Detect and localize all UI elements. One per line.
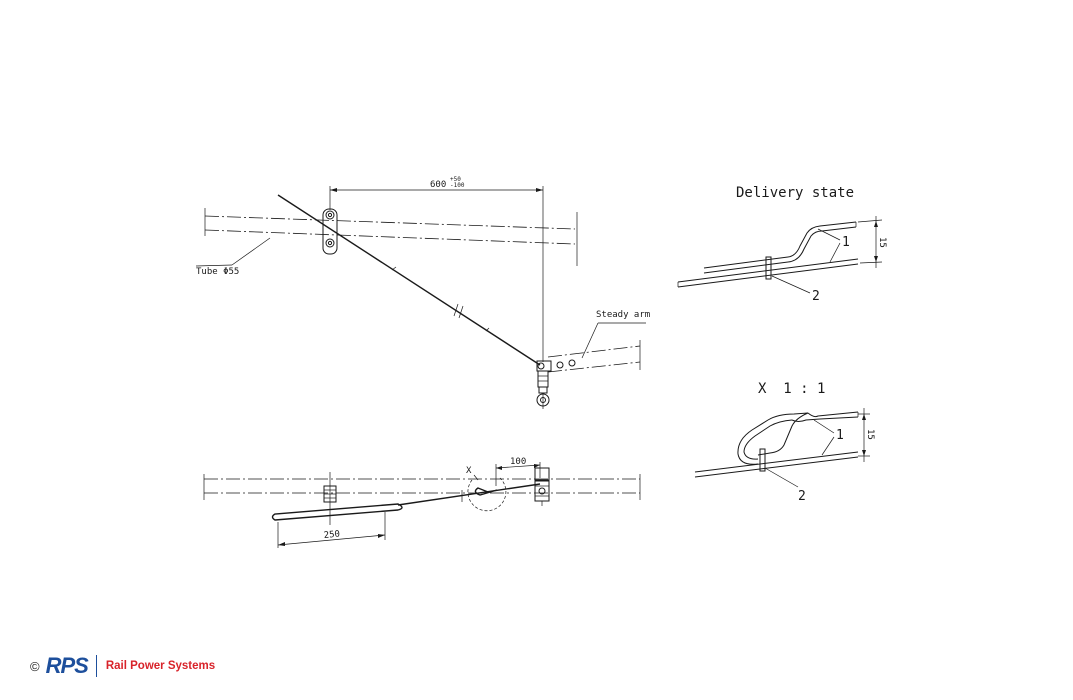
- bottom-view: [203, 462, 641, 548]
- copyright-symbol: ©: [30, 658, 40, 674]
- dim-15-delivery: 15: [877, 237, 887, 248]
- steady-arm-label: Steady arm: [596, 310, 650, 320]
- item-1-delivery: 1: [842, 235, 850, 250]
- dim-600-tol-lower: -100: [450, 182, 465, 189]
- dim-100-label: 100: [510, 457, 526, 467]
- x-detail: [694, 408, 870, 488]
- logo-separator: [95, 655, 97, 677]
- item-1-x: 1: [836, 428, 844, 443]
- x-scale-title: X 1 : 1: [758, 381, 825, 397]
- rps-logo[interactable]: RPS Rail Power Systems: [46, 653, 216, 679]
- dim-600-label: 600: [430, 180, 446, 190]
- dim-250-label: 250: [323, 530, 340, 541]
- dim-15-x: 15: [865, 429, 875, 440]
- company-name: Rail Power Systems: [105, 660, 216, 672]
- detail-x-marker: X: [466, 466, 472, 476]
- delivery-state-detail: [677, 216, 883, 294]
- top-view: [195, 186, 646, 409]
- rps-logo-mark: RPS: [45, 653, 89, 678]
- item-2-x: 2: [798, 489, 806, 504]
- dim-600-tol-upper: +50: [450, 176, 461, 183]
- delivery-state-title: Delivery state: [736, 185, 854, 201]
- footer: © RPS Rail Power Systems: [30, 653, 216, 679]
- tube-label: Tube Φ55: [196, 267, 239, 277]
- item-2-delivery: 2: [812, 289, 820, 304]
